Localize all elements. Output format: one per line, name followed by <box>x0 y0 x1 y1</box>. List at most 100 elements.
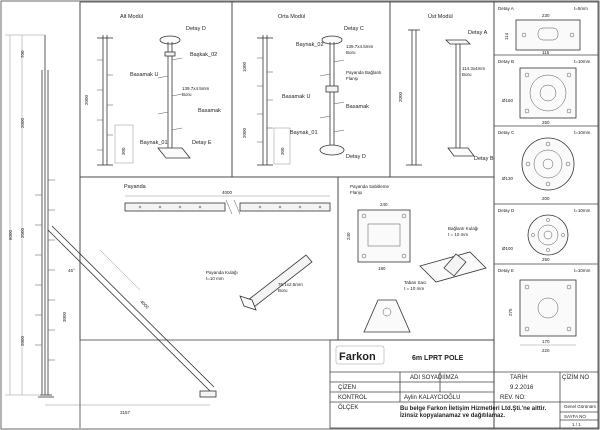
detail-d: Detay D t=10mm 250 Ø100 <box>498 208 591 262</box>
detail-c-w: 200 <box>542 196 550 201</box>
col-cizim: ÇİZİM NO <box>562 374 589 381</box>
detail-c-title: Detay C <box>498 130 515 135</box>
detail-d-title: Detay D <box>498 208 515 213</box>
detail-a-h: 114 <box>504 32 509 40</box>
alt-dim-2000: 2000 <box>84 94 89 105</box>
payanda-boru-line1: 76.1x2.5mm <box>278 282 303 287</box>
orta-module-title: Orta Modül <box>278 14 305 20</box>
flanj-taban-label: Taban Sacı t = 10 mm <box>404 280 428 291</box>
detail-d-thickness: t=10mm <box>574 208 591 213</box>
detail-e: Detay E t=10mm 170 220 275 <box>498 268 591 353</box>
flanj-w: 240 <box>380 202 388 207</box>
alt-module-title: Alt Modül <box>120 14 143 20</box>
title-block: Farkon 6m LPRT POLE ADI SOYADI İMZA TARİ… <box>329 339 598 429</box>
alt-baynak-01-label: Baynak_01 <box>140 140 168 146</box>
dim-strut-4000: 4000 <box>139 299 150 310</box>
flanj-taban-line1: Taban Sacı <box>404 280 427 285</box>
detail-e-inner: 170 <box>542 339 550 344</box>
dim-3000: 3000 <box>62 311 67 322</box>
detail-b-inner: Ø160 <box>502 98 514 103</box>
dim-2000a: 2000 <box>20 117 25 128</box>
detail-e-thickness: t=10mm <box>574 268 591 273</box>
alt-dim-300: 300 <box>121 147 126 155</box>
orta-detay-c-label: Detay C <box>344 26 364 32</box>
detail-e-title: Detay E <box>498 268 514 273</box>
payanda-dim-4000: 4000 <box>222 190 233 195</box>
payanda-boru-line2: Boru <box>278 288 288 293</box>
orta-pay-flanj-line1: Payanda Bağlantı <box>346 70 382 75</box>
flanj-kulagi-line2: t = 10 mm <box>448 232 468 237</box>
orta-boru-line2: Boru <box>346 50 356 55</box>
project-title: 6m LPRT POLE <box>412 355 464 362</box>
flanj-kulagi-label: Bağlantı Kulağı t = 10 mm <box>448 226 480 237</box>
alt-basamak-u-label: Basamak U <box>130 72 158 78</box>
detail-a-thickness: t=5mm <box>574 6 588 11</box>
notice-line2: İzinsiz kopyalanamaz ve dağıtılamaz. <box>400 412 505 419</box>
orta-boru-line1: 139.7x4.5mm <box>346 44 374 49</box>
notice-line1: Bu belge Farkon İletişim Hizmetleri Ltd.… <box>400 405 546 412</box>
sayfa-value: 1 / 1 <box>572 422 581 427</box>
row-olcek: ÖLÇEK <box>338 404 358 411</box>
dim-700: 700 <box>20 50 25 58</box>
flanj-kulagi-line1: Bağlantı Kulağı <box>448 226 479 231</box>
alt-boru-line1: 139.7x4.5mm <box>182 86 210 91</box>
orta-dim-2000: 2000 <box>242 127 247 138</box>
side-view: 6000 700 2000 2000 2000 3157 4000 3000 4… <box>5 34 217 415</box>
flanj-section: Payanda Sabitleme Flanşı 240 240 180 Bağ… <box>346 184 487 333</box>
ust-module: Üst Modül Detay A 114.3x4mm Boru Detay B… <box>398 13 494 166</box>
detail-c: Detay C t=10mm 200 Ø130 <box>498 130 591 201</box>
row-kontrol: KONTROL <box>338 395 368 401</box>
detail-d-w: 250 <box>542 257 550 262</box>
ust-boru-line1: 114.3x4mm <box>462 66 485 71</box>
col-name: ADI SOYADI <box>410 375 444 381</box>
detail-b: Detay B t=10mm 250 Ø160 <box>498 59 591 125</box>
orta-dim-300: 300 <box>280 147 285 155</box>
detail-a-title: Detay A <box>498 6 514 11</box>
detail-b-title: Detay B <box>498 59 514 64</box>
ust-boru-label: 114.3x4mm Boru <box>462 66 486 77</box>
detail-a: Detay A t=5mm 230 114 115 <box>498 6 588 55</box>
payanda-section: Payanda 4000 Payanda Kulağı t=10 mm 76.1… <box>124 184 331 311</box>
dim-2000c: 2000 <box>20 335 25 346</box>
flanj-inner-w: 180 <box>378 266 386 271</box>
payanda-boru-label: 76.1x2.5mm Boru <box>278 282 304 293</box>
farkon-logo: Farkon <box>339 351 376 363</box>
detail-c-inner: Ø130 <box>502 176 514 181</box>
payanda-title: Payanda <box>124 184 147 190</box>
alt-boru-line2: Boru <box>182 92 192 97</box>
payanda-frame <box>79 176 339 341</box>
detail-b-w: 250 <box>542 120 550 125</box>
orta-detay-d-label: Detay D <box>346 154 366 160</box>
orta-module-frame <box>231 1 391 178</box>
flanj-title-line1: Payanda Sabitleme <box>350 184 390 189</box>
alt-baskak-02-label: Başkak_02 <box>190 52 217 58</box>
alt-detay-e-label: Detay E <box>192 140 212 146</box>
detail-e-w: 220 <box>542 348 550 353</box>
detail-c-thickness: t=10mm <box>574 130 591 135</box>
detail-d-inner: Ø100 <box>502 246 514 251</box>
orta-pay-flanj-label: Payanda Bağlantı Flanşı <box>346 70 383 81</box>
flanj-title-line2: Flanşı <box>350 190 362 195</box>
dim-2000b: 2000 <box>20 227 25 238</box>
orta-basamak-u-label: Basamak U <box>282 94 310 100</box>
dim-3157: 3157 <box>120 410 131 415</box>
ust-boru-line2: Boru <box>462 72 472 77</box>
payanda-kulagi-line1: Payanda Kulağı <box>206 270 238 275</box>
col-imza: İMZA <box>444 374 458 381</box>
dim-6000: 6000 <box>8 229 13 240</box>
orta-basamak-label: Basamak <box>346 104 369 110</box>
ust-module-frame <box>389 1 495 178</box>
alt-basamak-label: Basamak <box>198 108 221 114</box>
ust-detay-a-label: Detay A <box>468 30 488 36</box>
payanda-kulagi-line2: t=10 mm <box>206 276 224 281</box>
flanj-title: Payanda Sabitleme Flanşı <box>350 184 390 195</box>
detail-a-w: 230 <box>542 13 550 18</box>
orta-dim-1000: 1000 <box>242 61 247 72</box>
orta-baynak-01-label: Baynak_01 <box>290 130 318 136</box>
ust-detay-b-label: Detay B <box>474 156 494 162</box>
flanj-h: 240 <box>346 232 351 240</box>
ust-module-title: Üst Modül <box>428 13 453 20</box>
orta-baynak-02-label: Baynak_02 <box>296 42 324 48</box>
